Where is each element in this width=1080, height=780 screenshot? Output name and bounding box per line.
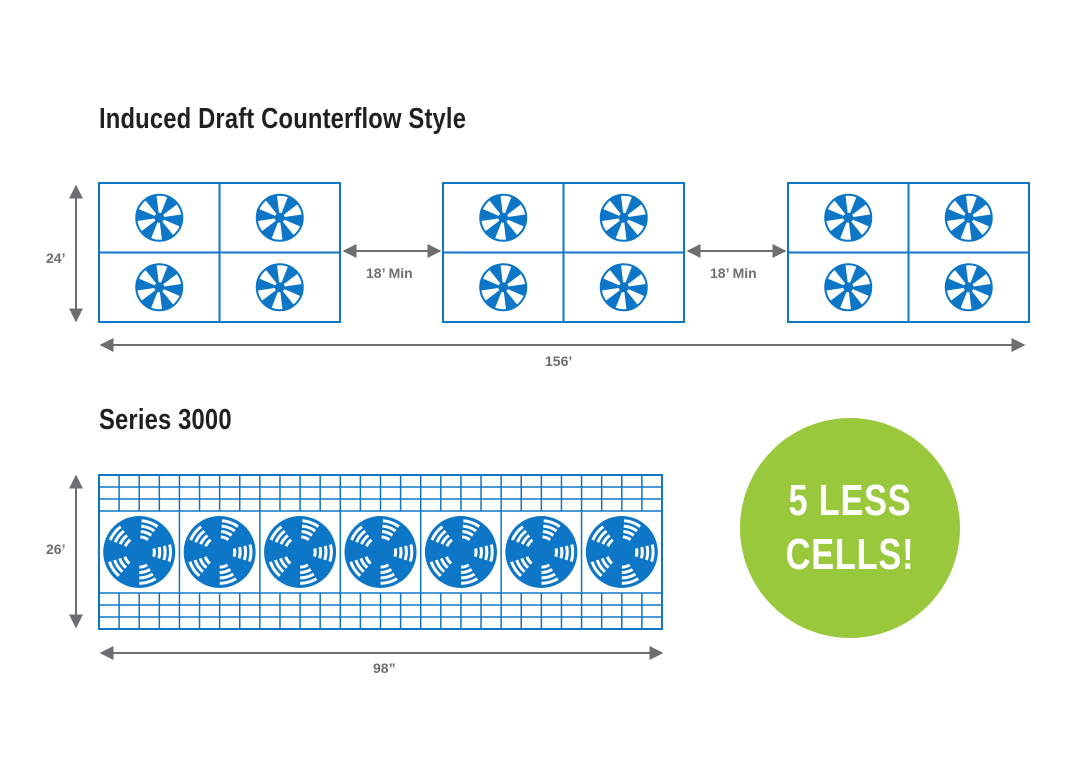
- fan-grille-icon: [183, 516, 256, 588]
- cooling-tower-unit: [98, 182, 341, 323]
- fan-icon: [135, 263, 184, 312]
- induced-draft-units: [98, 182, 1030, 323]
- induced-draft-title: Induced Draft Counterflow Style: [99, 103, 467, 135]
- fan-grille-icon: [103, 516, 176, 588]
- badge-line-2: CELLS!: [785, 530, 915, 579]
- series-3000-width-label: 98”: [373, 660, 396, 676]
- gap-label-1: 18’ Min: [366, 265, 413, 281]
- fan-grille-icon: [505, 516, 578, 588]
- gap-label-2: 18’ Min: [710, 265, 757, 281]
- fan-icon: [599, 193, 648, 242]
- series-3000-cell: [585, 516, 658, 588]
- fan-icon: [255, 263, 304, 312]
- badge-line-1: 5 LESS: [788, 476, 912, 525]
- induced-draft-width-label: 156’: [545, 353, 573, 369]
- fan-grille-icon: [585, 516, 658, 588]
- series-3000-unit: [98, 474, 663, 630]
- savings-badge: 5 LESS CELLS!: [740, 418, 960, 638]
- fan-icon: [255, 193, 304, 242]
- series-3000-dimensions: [69, 474, 664, 660]
- series-3000-height-label: 26’: [46, 541, 66, 557]
- fan-icon: [824, 263, 873, 312]
- fan-grille-icon: [344, 516, 417, 588]
- series-3000-title: Series 3000: [99, 404, 232, 436]
- series-3000-cell: [505, 516, 578, 588]
- fan-icon: [479, 193, 528, 242]
- fan-grille-icon: [264, 516, 337, 588]
- series-3000-cell: [264, 516, 337, 588]
- series-3000-cell: [424, 516, 497, 588]
- fan-icon: [824, 193, 873, 242]
- fan-grille-icon: [424, 516, 497, 588]
- fan-icon: [479, 263, 528, 312]
- series-3000-cell: [183, 516, 256, 588]
- cooling-tower-unit: [787, 182, 1030, 323]
- fan-icon: [944, 263, 993, 312]
- fan-icon: [599, 263, 648, 312]
- induced-draft-dimensions: [69, 184, 1026, 352]
- cooling-tower-unit: [442, 182, 685, 323]
- induced-draft-height-label: 24’: [46, 250, 66, 266]
- series-3000-cell: [344, 516, 417, 588]
- series-3000-cell: [103, 516, 176, 588]
- fan-icon: [135, 193, 184, 242]
- fan-icon: [944, 193, 993, 242]
